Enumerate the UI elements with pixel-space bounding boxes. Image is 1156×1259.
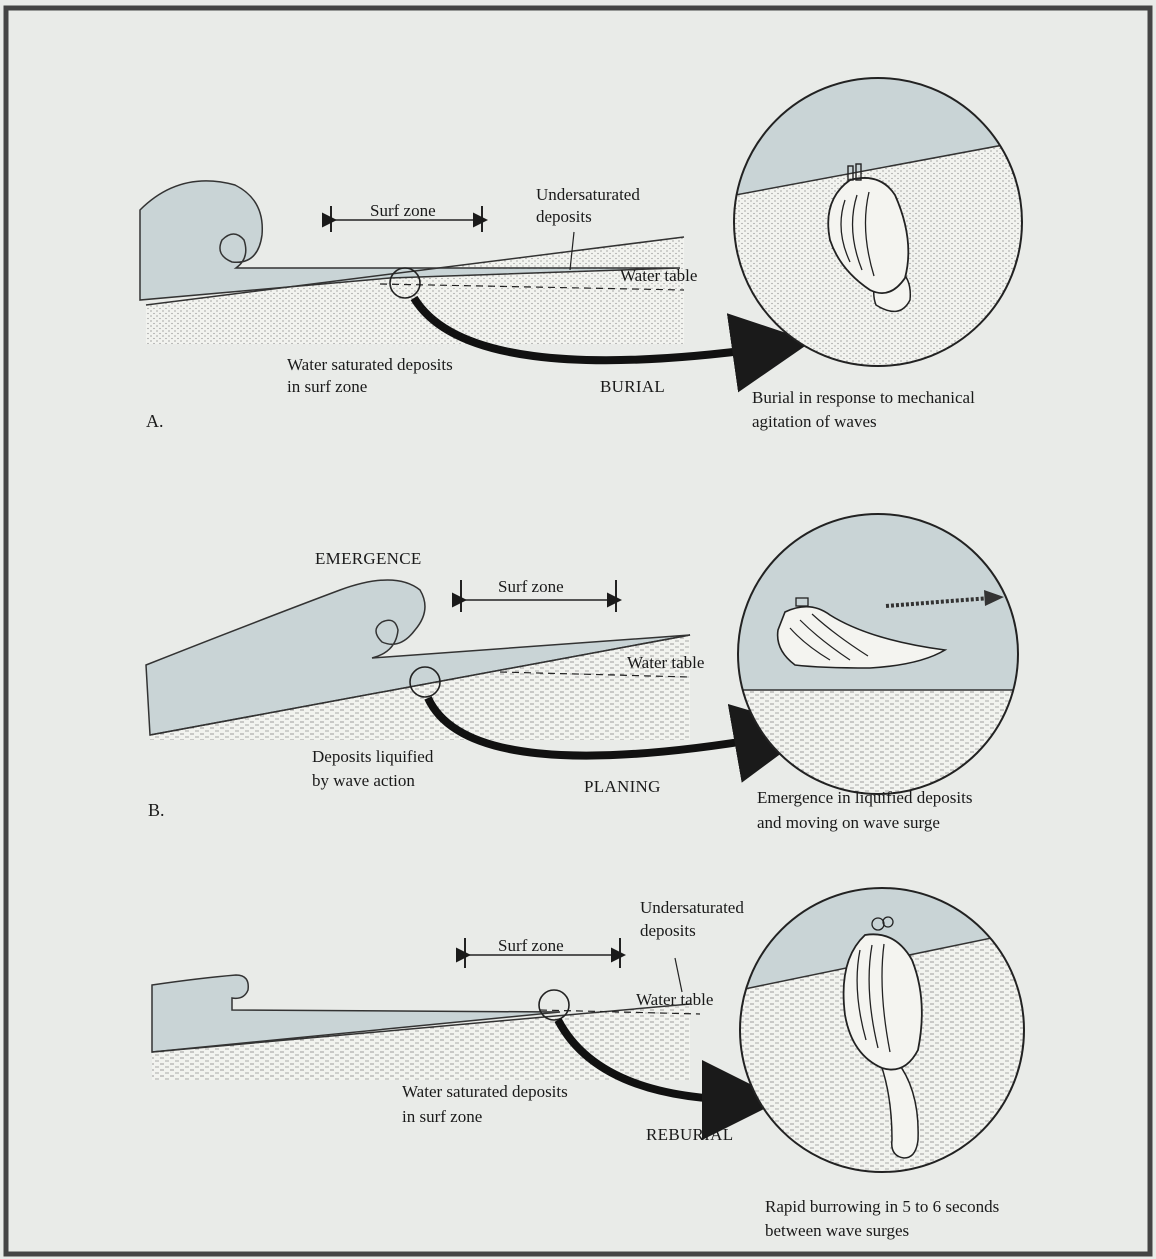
panel-a-undersaturated-label-2: deposits: [536, 207, 592, 226]
panel-c-water-table-label: Water table: [636, 990, 713, 1009]
panel-a-surf-zone-label: Surf zone: [370, 201, 436, 220]
panel-c-caption-2: between wave surges: [765, 1221, 909, 1240]
panel-a-caption-1: Burial in response to mechanical: [752, 388, 975, 407]
panel-b-caption-2: and moving on wave surge: [757, 813, 940, 832]
panel-a-letter: A.: [146, 411, 164, 431]
panel-b-zoom: [730, 510, 1030, 800]
panel-c-undersaturated-leader: [675, 958, 682, 992]
panel-c-surf-zone-label: Surf zone: [498, 936, 564, 955]
panel-a-deposit-label-1: Water saturated deposits: [287, 355, 453, 374]
panel-b-top-label: EMERGENCE: [315, 549, 422, 568]
panel-b: EMERGENCE Surf zone Water table Deposits…: [146, 510, 1030, 832]
panel-a-deposit-label-2: in surf zone: [287, 377, 367, 396]
panel-c-action-label: REBURIAL: [646, 1125, 733, 1144]
panel-b-deposit-label-2: by wave action: [312, 771, 415, 790]
panel-b-caption-1: Emergence in liquified deposits: [757, 788, 972, 807]
panel-b-action-label: PLANING: [584, 777, 661, 796]
panel-a-undersaturated-label-1: Undersaturated: [536, 185, 640, 204]
panel-a-water-table-label: Water table: [620, 266, 697, 285]
panel-b-water-table-label: Water table: [627, 653, 704, 672]
panel-a-action-label: BURIAL: [600, 377, 665, 396]
panel-a-caption-2: agitation of waves: [752, 412, 877, 431]
panel-c-deposit-label-2: in surf zone: [402, 1107, 482, 1126]
panel-c-undersaturated-label-2: deposits: [640, 921, 696, 940]
panel-a: Surf zone Undersaturated deposits Water …: [140, 70, 1030, 431]
panel-b-surf-zone-label: Surf zone: [498, 577, 564, 596]
panel-c-zoom: [730, 880, 1040, 1180]
panel-c-caption-1: Rapid burrowing in 5 to 6 seconds: [765, 1197, 999, 1216]
panel-a-zoom: [730, 70, 1030, 380]
panel-c: Surf zone Undersaturated deposits Water …: [152, 880, 1040, 1240]
panel-b-letter: B.: [148, 800, 165, 820]
panel-c-deposit-label-1: Water saturated deposits: [402, 1082, 568, 1101]
panel-c-undersaturated-label-1: Undersaturated: [640, 898, 744, 917]
panel-b-deposit-label-1: Deposits liquified: [312, 747, 434, 766]
